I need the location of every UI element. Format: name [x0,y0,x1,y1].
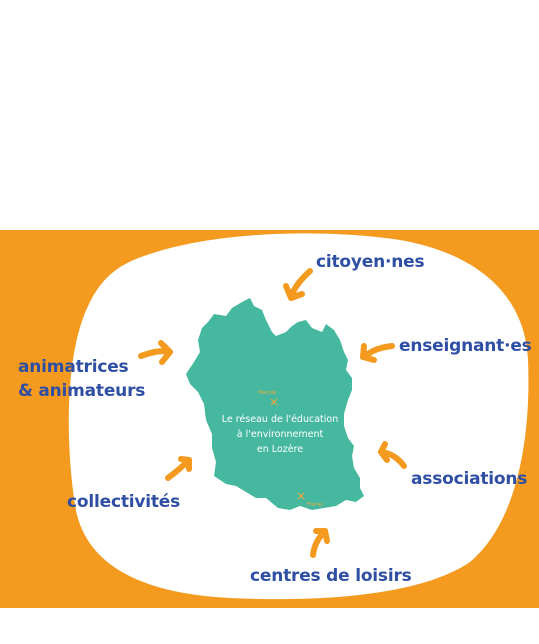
arrow-centres [310,528,330,558]
actor-associations: associations [411,469,528,489]
mende-marker [270,398,278,406]
city-mende: Mende [258,390,277,396]
city-florac: Florac [307,502,324,508]
actor-citoyens: citoyen·nes [316,252,425,272]
actor-enseignants: enseignant·es [399,336,532,356]
network-label-line-2: à l'environnement [236,429,324,440]
arrow-associations [378,441,407,469]
network-label: Le réseau de l'éducation à l'environneme… [218,412,342,457]
actor-animateurs-line-2: & animateurs [18,381,146,401]
actor-centres: centres de loisirs [250,566,412,586]
network-label-line-1: Le réseau de l'éducation [221,414,339,425]
actor-collectivites: collectivités [67,492,181,512]
actor-animateurs-line-1: animatrices [18,357,129,377]
florac-marker [297,492,305,500]
network-label-line-3: en Lozère [256,444,304,455]
lozere-map [186,298,364,510]
arrow-enseignants [360,343,395,363]
arrow-citoyens [283,268,313,301]
arrow-collectivites [165,456,192,481]
arrow-animateurs [138,340,173,365]
